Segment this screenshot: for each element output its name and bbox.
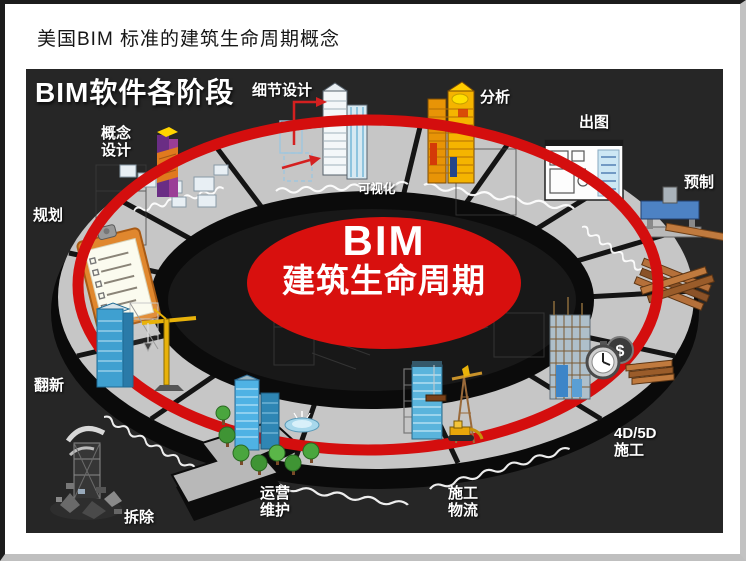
center-label-bim: BIM	[342, 217, 426, 264]
stage-label-construction-logistics: 施工 物流	[447, 485, 478, 520]
trees-icon	[215, 405, 320, 475]
bulldozer-icon	[448, 420, 484, 441]
center-label: BIM 建筑生命周期	[234, 218, 534, 299]
stage-label-documentation: 出图	[579, 114, 610, 131]
stage-label-detail-design: 细节设计	[252, 82, 313, 99]
stage-label-concept-design: 概念 设计	[100, 125, 131, 160]
plank-pile-icon	[625, 359, 675, 385]
fountain-icon	[284, 411, 320, 433]
demolition-rubble-icon	[50, 426, 122, 520]
stage-label-planning: 规划	[33, 207, 64, 224]
stage-label-renovation: 翻新	[34, 377, 65, 394]
bim-lifecycle-diagram: $ BIM软件各阶段 规划 概念 设计 细节设计 分析 出图	[26, 69, 723, 533]
page-title: 美国BIM 标准的建筑生命周期概念	[37, 29, 341, 50]
clock-icon	[585, 341, 621, 380]
renovation-building-icon	[95, 302, 159, 388]
stage-label-4d5d-construction: 4D/5D 施工	[614, 425, 657, 460]
scaffold-building-icon	[549, 297, 591, 400]
stage-label-prefabrication: 预制	[684, 174, 715, 191]
lifecycle-ring-graphic: $	[50, 81, 723, 521]
stage-label-demolition: 拆除	[124, 509, 155, 526]
red-lifecycle-ellipse	[72, 114, 664, 456]
construction-building-icon	[403, 361, 447, 440]
stage-label-analysis: 分析	[480, 89, 511, 106]
prefab-machine-icon	[640, 186, 723, 242]
dollar-glyph: $	[616, 343, 625, 360]
mobile-crane-icon	[141, 308, 197, 391]
stage-label-operation-maintenance: 运营 维护	[259, 485, 290, 520]
ring-label-visualization: 可视化	[358, 182, 396, 196]
bim-center-ellipse	[247, 217, 521, 349]
diagram-title: BIM软件各阶段	[35, 77, 235, 108]
center-label-lifecycle: 建筑生命周期	[282, 262, 486, 300]
city-buildings-icon	[233, 374, 280, 451]
